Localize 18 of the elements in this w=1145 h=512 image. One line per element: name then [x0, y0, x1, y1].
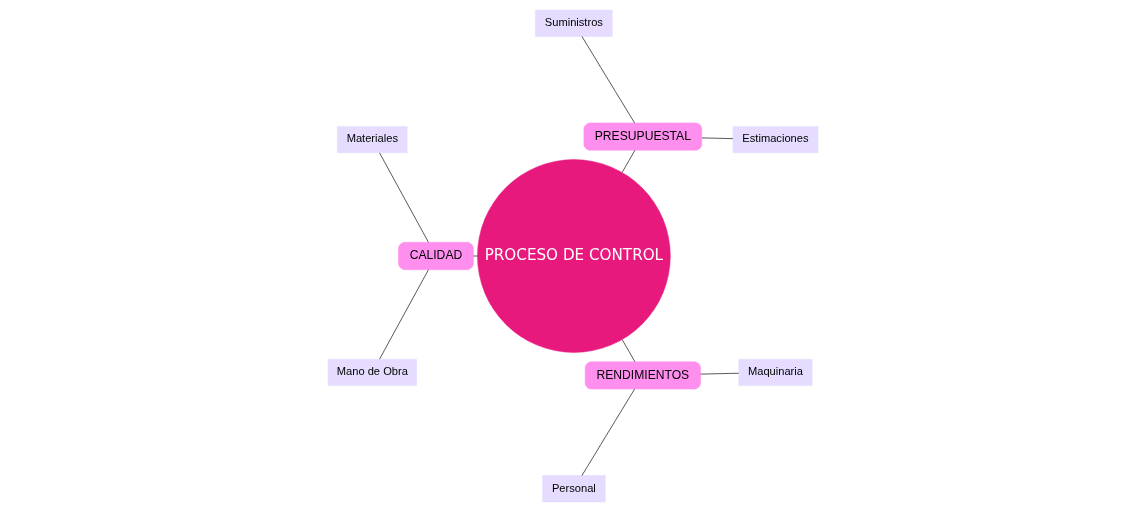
node-box: Maquinaria	[738, 358, 812, 386]
connector	[621, 149, 635, 173]
node-circle: PROCESO DE CONTROL	[476, 159, 671, 353]
node-box: Personal	[541, 475, 605, 503]
node-box: Mano de Obra	[327, 358, 417, 386]
connector	[701, 137, 733, 139]
connector	[378, 269, 429, 360]
node-box: CALIDAD	[397, 242, 474, 270]
connector	[581, 388, 635, 476]
node-box: PRESUPUESTAL	[583, 122, 702, 151]
connector	[581, 36, 635, 124]
node-box: RENDIMIENTOS	[584, 361, 701, 390]
node-box: Estimaciones	[732, 126, 818, 154]
connector	[699, 372, 739, 375]
connector	[378, 152, 429, 243]
node-box: Suministros	[534, 9, 613, 37]
node-box: Materiales	[336, 126, 407, 154]
connector	[621, 339, 635, 363]
